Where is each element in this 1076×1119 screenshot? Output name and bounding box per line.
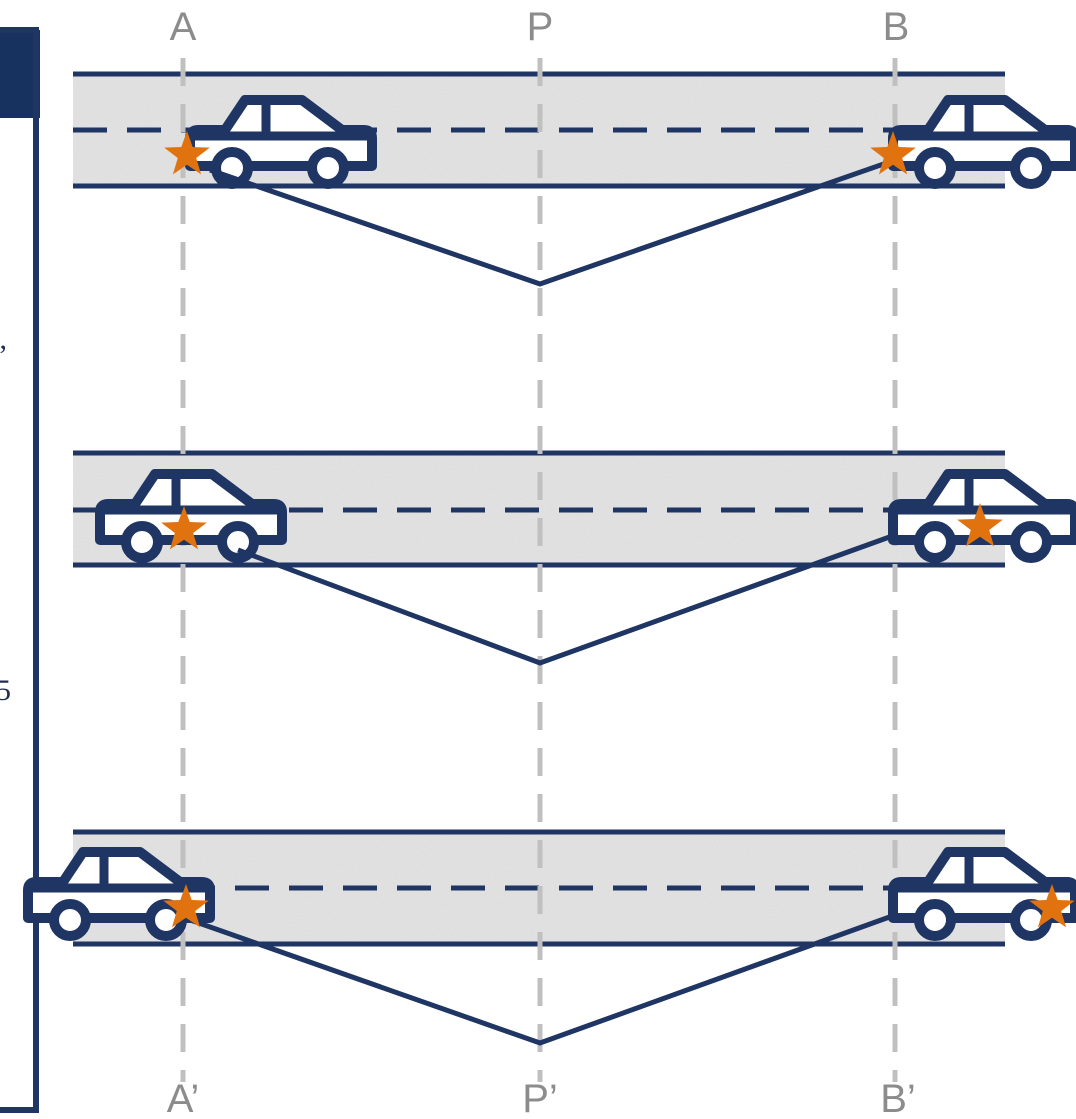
label-b: B bbox=[883, 5, 910, 49]
label-b-prime: B’ bbox=[880, 1077, 916, 1119]
top-labels: A P B bbox=[170, 5, 910, 49]
connector-2 bbox=[237, 532, 896, 666]
left-panel: ’ 5 bbox=[0, 27, 40, 1113]
left-panel-frame bbox=[0, 27, 39, 1113]
label-p: P bbox=[527, 5, 554, 49]
label-a: A bbox=[170, 5, 197, 49]
connector-3 bbox=[175, 912, 896, 1046]
label-p-prime: P’ bbox=[522, 1077, 558, 1119]
bottom-labels: A’ P’ B’ bbox=[167, 1077, 916, 1119]
connector-lines bbox=[175, 157, 896, 1046]
left-panel-text-2: 5 bbox=[0, 674, 11, 707]
label-a-prime: A’ bbox=[167, 1077, 200, 1119]
connector-1 bbox=[209, 157, 896, 287]
left-panel-text-1: ’ bbox=[0, 339, 8, 372]
